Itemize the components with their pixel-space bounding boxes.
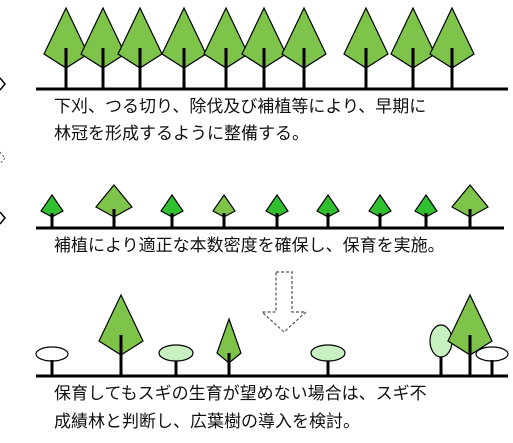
tree-icon-conifer-large (447, 293, 493, 375)
tree-icon-broadleaf-flat (35, 346, 69, 375)
tree-icon-conifer-medium (95, 184, 133, 227)
stage-1-caption-line-2: 林冠を形成するように整備する。 (54, 124, 309, 144)
tree-icon-broadleaf-oval (158, 344, 194, 375)
stage-1-forest (43, 6, 475, 88)
stage-3-caption-line-1: 保育してもスギの生育が望めない場合は、スギ不 (54, 384, 427, 404)
tree-icon-conifer-small (368, 193, 392, 227)
stage-3-forest (35, 293, 509, 375)
tree-icon-conifer-large (161, 6, 207, 88)
stage-2-forest (40, 184, 489, 227)
tree-icon-conifer-large (390, 6, 436, 88)
left-edge-fragment-mid (0, 211, 6, 225)
stage-1-caption-line-1: 下刈、つる切り、除伐及び補植等により、早期に (54, 97, 427, 117)
tree-icon-conifer-small (414, 193, 438, 227)
tree-icon-conifer-large (281, 6, 327, 88)
tree-icon-conifer-medium (451, 184, 489, 227)
down-arrow-icon (260, 271, 308, 333)
stage-3-caption-line-2: 成績林と判断し、広葉樹の導入を検討。 (54, 412, 360, 432)
tree-icon-conifer-small (160, 193, 184, 227)
tree-icon-conifer-small (316, 193, 340, 227)
tree-icon-conifer-large (241, 6, 287, 88)
left-edge-fragment-arrow (0, 151, 6, 165)
tree-icon-conifer-small (265, 193, 289, 227)
tree-icon-conifer-large (80, 6, 126, 88)
left-edge-fragment-top (0, 77, 6, 91)
tree-icon-broadleaf-flat (475, 346, 509, 375)
tree-icon-conifer-narrow (216, 317, 242, 375)
tree-icon-broadleaf-oval (310, 344, 346, 375)
stage-2-caption-line-1: 補植により適正な本数密度を確保し、保育を実施。 (54, 236, 445, 256)
tree-icon-conifer-large (117, 6, 163, 88)
tree-icon-conifer-large (343, 6, 389, 88)
tree-icon-conifer-small (40, 193, 64, 227)
tree-icon-conifer-large (203, 6, 249, 88)
tree-icon-conifer-large (98, 293, 144, 375)
tree-icon-conifer-large (429, 6, 475, 88)
tree-icon-broadleaf-tall (429, 324, 453, 375)
tree-icon-conifer-small (212, 193, 236, 227)
tree-icon-conifer-large (43, 6, 89, 88)
